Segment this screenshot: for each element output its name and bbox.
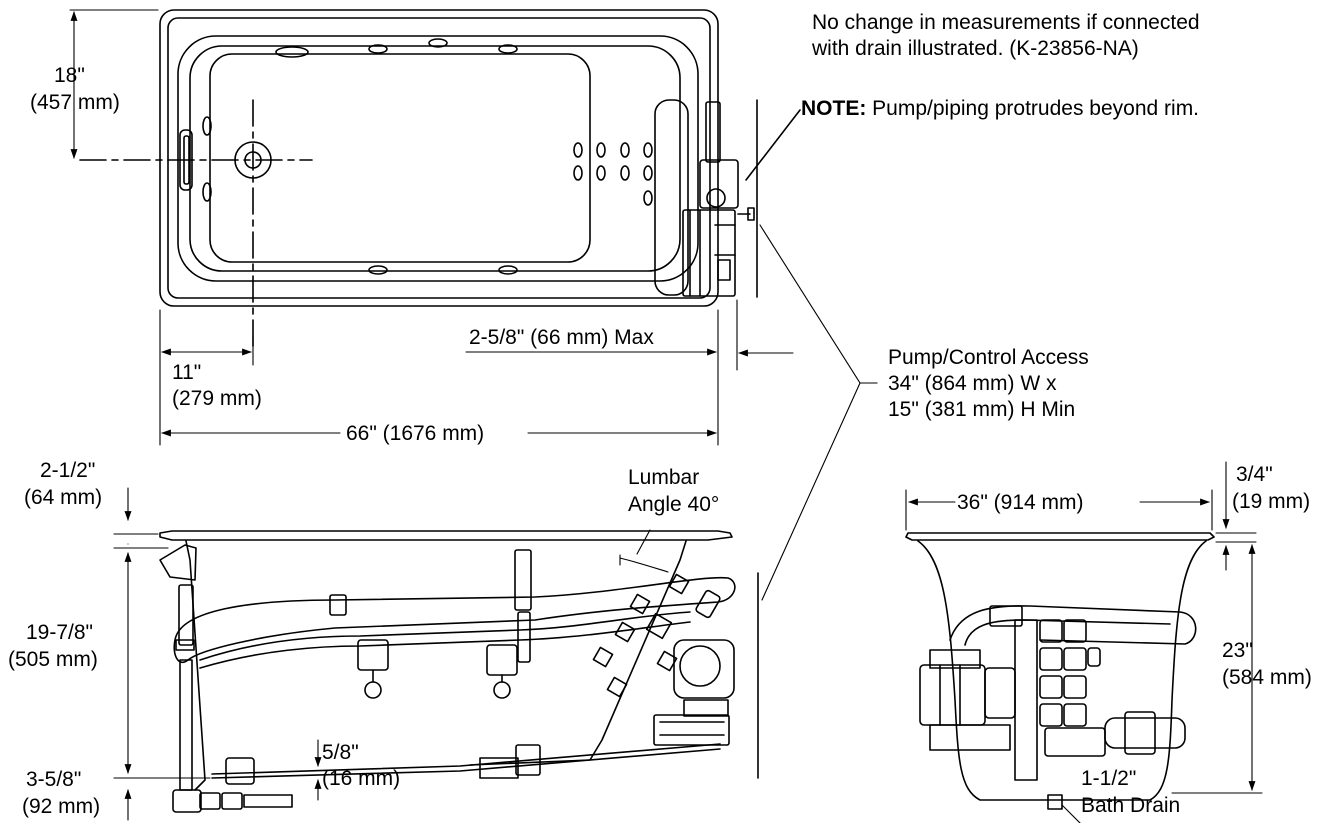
dim-19-inches: 19-7/8"	[26, 621, 93, 644]
pillow-jet	[275, 46, 309, 58]
overflow-drain-assembly	[159, 544, 293, 813]
pump-note: NOTE: Pump/piping protrudes beyond rim.	[801, 96, 1199, 121]
end-shell	[917, 540, 1207, 801]
access-line-1: Pump/Control Access	[888, 346, 1089, 369]
dim-3-5-8-inches: 3-5/8"	[26, 768, 82, 791]
backrest	[654, 99, 689, 296]
tub-rim-inner	[167, 17, 711, 299]
bath-drain-label: Bath Drain	[1081, 794, 1181, 817]
note-prefix: NOTE:	[801, 97, 867, 120]
note-text: Pump/piping protrudes beyond rim.	[872, 97, 1200, 120]
access-leaders	[759, 224, 878, 601]
back-jets	[573, 142, 653, 206]
pump-end-view	[919, 649, 1186, 810]
dim-2-half-mm: (64 mm)	[24, 486, 103, 509]
note-leader	[745, 109, 801, 181]
dim-23-inches: 23"	[1222, 639, 1253, 662]
tub-deck	[177, 35, 699, 282]
side-jets	[592, 573, 721, 698]
access-line-3: 15" (381 mm) H Min	[888, 398, 1076, 421]
top-view-dimensions	[69, 9, 794, 446]
dim-max-clearance: 2-5/8" (66 mm) Max	[469, 326, 654, 349]
dim-5-8-inches: 5/8"	[322, 741, 359, 764]
dim-11-mm: (279 mm)	[172, 387, 262, 410]
end-view	[905, 532, 1215, 823]
pump-top-view	[682, 101, 755, 297]
end-rim	[905, 532, 1215, 541]
drain-note-line-1: No change in measurements if connected	[812, 11, 1200, 34]
end-view-dimensions	[905, 461, 1263, 794]
dim-3-5-8-mm: (92 mm)	[22, 795, 101, 818]
access-line-2: 34" (864 mm) W x	[888, 372, 1057, 395]
dim-5-8-mm: (16 mm)	[322, 767, 401, 790]
lumbar-label-2: Angle 40°	[628, 493, 720, 516]
bath-drain-size: 1-1/2"	[1081, 767, 1137, 790]
side-view-dimensions	[113, 487, 322, 821]
dim-66-length: 66" (1676 mm)	[346, 422, 485, 445]
drain-note-line-2: with drain illustrated. (K-23856-NA)	[812, 37, 1139, 60]
dim-2-half-inches: 2-1/2"	[40, 459, 96, 482]
end-jet-blocks	[1039, 619, 1101, 727]
top-view	[79, 9, 801, 351]
dim-18-inches: 18"	[54, 64, 85, 87]
side-shell	[185, 540, 687, 791]
side-rim	[159, 530, 733, 541]
tub-floor	[209, 53, 591, 263]
tub-basin	[189, 45, 681, 272]
grab-handle	[179, 129, 193, 191]
tub-rim-outer	[159, 9, 719, 307]
side-bottom	[211, 743, 721, 775]
pump-side-view	[479, 639, 735, 779]
dim-18-mm: (457 mm)	[30, 91, 120, 114]
lumbar-angle-arc	[619, 554, 669, 573]
dim-36-width: 36" (914 mm)	[957, 491, 1084, 514]
dim-3-4-inches: 3/4"	[1236, 463, 1273, 486]
centre-lines	[79, 99, 313, 351]
lumbar-label-1: Lumbar	[628, 466, 700, 489]
dim-11-inches: 11"	[172, 361, 202, 384]
dim-3-4-mm: (19 mm)	[1232, 490, 1311, 513]
side-view	[159, 529, 759, 813]
air-pipe	[173, 576, 736, 664]
dim-19-mm: (505 mm)	[8, 648, 98, 671]
dim-23-mm: (584 mm)	[1222, 666, 1312, 689]
